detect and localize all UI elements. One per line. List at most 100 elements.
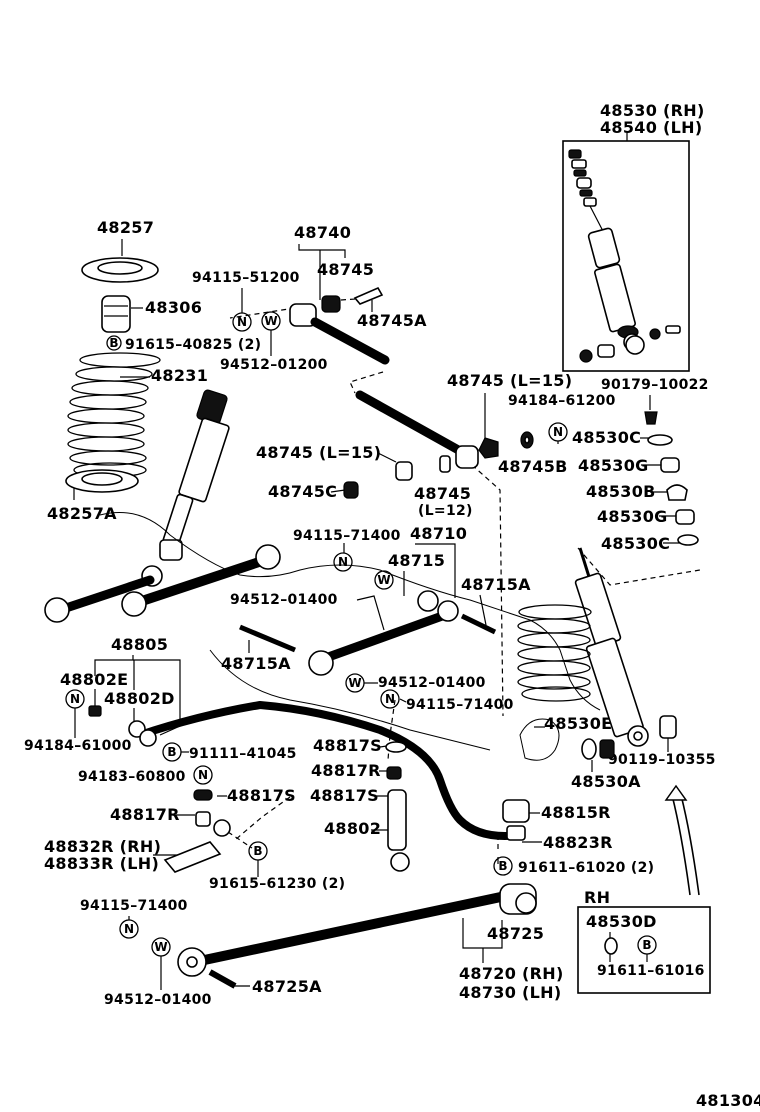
- label-rh-box-title: RH: [584, 888, 610, 907]
- label-94512-01400-c: 94512–01400: [104, 992, 212, 1008]
- label-48720-rh: 48720 (RH): [459, 964, 564, 983]
- bolt-icon: B: [637, 935, 657, 955]
- svg-text:W: W: [348, 676, 361, 690]
- label-48715a-left: 48715A: [221, 654, 291, 673]
- nut-icon: N: [548, 422, 568, 442]
- label-48745c: 48745C: [268, 482, 337, 501]
- nut-icon: N: [119, 919, 139, 939]
- part-labels: 48530 (RH) 48540 (LH) 48257 48740 94115–…: [24, 101, 760, 1110]
- label-94512-01200: 94512–01200: [220, 357, 328, 373]
- label-48725: 48725: [487, 924, 544, 943]
- label-48257a: 48257A: [47, 504, 117, 523]
- washer-icon: W: [345, 673, 365, 693]
- label-48530a: 48530A: [571, 772, 641, 791]
- label-48540-lh: 48540 (LH): [600, 118, 702, 137]
- bolt-icon: B: [162, 742, 182, 762]
- svg-text:B: B: [253, 844, 262, 858]
- spring-seats-left: [65, 257, 159, 493]
- label-48817r-1: 48817R: [311, 761, 381, 780]
- label-48802: 48802: [324, 819, 381, 838]
- label-48745-l15-left: 48745 (L=15): [256, 443, 381, 462]
- nut-icon: N: [65, 689, 85, 709]
- svg-text:W: W: [154, 940, 167, 954]
- label-48817s-2: 48817S: [227, 786, 296, 805]
- label-48530c-1: 48530C: [572, 428, 641, 447]
- svg-text:B: B: [109, 336, 118, 350]
- label-94512-01400-b: 94512–01400: [378, 675, 486, 691]
- svg-text:N: N: [385, 692, 395, 706]
- label-48231: 48231: [151, 366, 208, 385]
- label-48725a: 48725A: [252, 977, 322, 996]
- label-48740: 48740: [294, 223, 351, 242]
- lower-control-arm-48720: [177, 883, 537, 989]
- nut-icon: N: [380, 689, 400, 709]
- label-48745-l12: 48745: [414, 484, 471, 503]
- label-48530b: 48530B: [586, 482, 656, 501]
- label-l12: (L=12): [418, 503, 473, 519]
- label-48730-lh: 48730 (LH): [459, 983, 561, 1002]
- label-48823r: 48823R: [543, 833, 613, 852]
- leader-lines: [73, 239, 681, 990]
- label-48530g-1: 48530G: [578, 456, 649, 475]
- label-48817s-1: 48817S: [313, 736, 382, 755]
- bolt-icon: B: [248, 841, 268, 861]
- shock-absorber-box: [562, 140, 690, 372]
- axle-housing-outline: [99, 512, 601, 761]
- label-91615-40825: 91615–40825 (2): [125, 337, 261, 353]
- label-48530e: 48530E: [544, 714, 612, 733]
- washer-icon: W: [151, 937, 171, 957]
- label-48817r-2: 48817R: [110, 805, 180, 824]
- washer-icon: W: [261, 311, 281, 331]
- nut-icon: N: [193, 765, 213, 785]
- label-48815r: 48815R: [541, 803, 611, 822]
- upper-arm-48710: [44, 544, 497, 676]
- symbols: N W B N N W N W N B N B B N W B: [65, 311, 657, 957]
- label-94184-61200: 94184–61200: [508, 393, 616, 409]
- label-48715: 48715: [388, 551, 445, 570]
- label-48833r-lh: 48833R (LH): [44, 854, 159, 873]
- rh-inset-box: [577, 906, 711, 994]
- label-94115-71400-a: 94115–71400: [293, 528, 401, 544]
- label-48832r-rh: 48832R (RH): [44, 837, 161, 856]
- washer-icon: W: [374, 570, 394, 590]
- nut-icon: N: [333, 552, 353, 572]
- label-94183-60800: 94183–60800: [78, 769, 186, 785]
- label-91111-41045: 91111–41045: [189, 746, 297, 762]
- label-94115-71400-b: 94115–71400: [406, 697, 514, 713]
- label-91611-61020: 91611–61020 (2): [518, 860, 654, 876]
- label-48257: 48257: [97, 218, 154, 237]
- bolt-icon: B: [493, 856, 513, 876]
- label-48715a-right: 48715A: [461, 575, 531, 594]
- label-48745-l15-right: 48745 (L=15): [447, 371, 572, 390]
- label-48306: 48306: [145, 298, 202, 317]
- label-91615-61230: 91615–61230 (2): [209, 876, 345, 892]
- svg-text:B: B: [167, 745, 176, 759]
- small-hardware-right: [478, 411, 699, 955]
- label-48817s-3: 48817S: [310, 786, 379, 805]
- direction-arrow: [664, 784, 700, 896]
- diagram-code: 481304: [696, 1091, 760, 1110]
- svg-text:N: N: [198, 768, 208, 782]
- coil-spring-right: [517, 604, 592, 702]
- shock-absorber-right: [574, 547, 677, 760]
- label-48745b: 48745B: [498, 457, 568, 476]
- label-94115-71400-c: 94115–71400: [80, 898, 188, 914]
- bolt-icon: B: [106, 335, 122, 351]
- label-90179-10022: 90179–10022: [601, 377, 709, 393]
- svg-text:W: W: [264, 314, 277, 328]
- label-48530d: 48530D: [586, 912, 657, 931]
- svg-text:W: W: [377, 573, 390, 587]
- label-48710: 48710: [410, 524, 467, 543]
- label-48745-top: 48745: [317, 260, 374, 279]
- svg-text:B: B: [498, 859, 507, 873]
- label-94115-51200: 94115–51200: [192, 270, 300, 286]
- coil-spring-left: [67, 352, 161, 478]
- label-48805: 48805: [111, 635, 168, 654]
- label-48802e: 48802E: [60, 670, 128, 689]
- label-48802d: 48802D: [104, 689, 175, 708]
- svg-text:N: N: [553, 425, 563, 439]
- label-91611-61016: 91611–61016: [597, 963, 705, 979]
- label-48530c-2: 48530C: [601, 534, 670, 553]
- label-48530-rh: 48530 (RH): [600, 101, 705, 120]
